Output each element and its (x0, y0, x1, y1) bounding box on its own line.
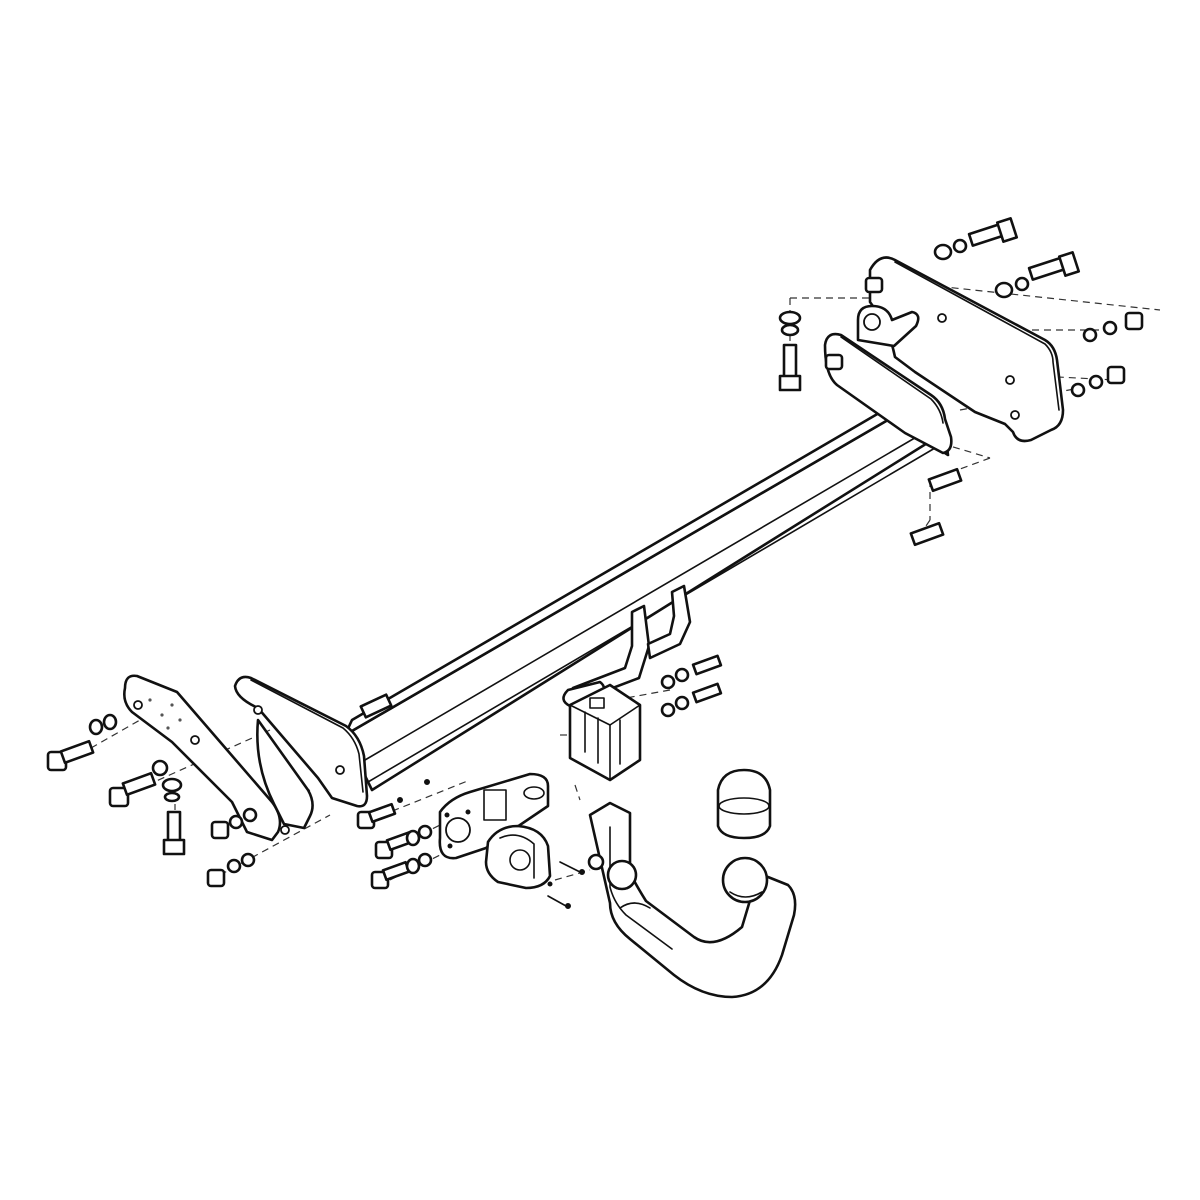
nuts-left-bottom (206, 807, 258, 888)
release-button (587, 853, 605, 871)
ball-cap (716, 768, 772, 840)
right-outer-bracket (868, 256, 1065, 443)
left-outer-bracket (123, 674, 290, 842)
washers-left-side (88, 713, 183, 803)
bolt-right-vertical (778, 310, 802, 392)
washers-center-plate (397, 779, 433, 875)
bolts-receiver (660, 654, 723, 718)
bolt-left-beam (359, 693, 393, 719)
right-inner-bracket (823, 304, 953, 455)
lock-knob (606, 859, 638, 891)
beam-hook-right (646, 584, 692, 660)
bolt-left-vertical (162, 810, 186, 856)
nut-right-lug (824, 276, 884, 371)
receiver-socket (568, 683, 642, 782)
tow-ball (721, 856, 769, 904)
socket-screws (547, 861, 585, 909)
bolts-center-plate (356, 802, 415, 890)
left-inner-bracket (233, 675, 369, 830)
crossbar-beam (343, 393, 950, 792)
washers-right-top (933, 238, 1030, 299)
electrical-socket-7-pin (484, 824, 552, 890)
nuts-right-side (1070, 311, 1144, 398)
bolts-right-lower (909, 467, 963, 547)
bolt-right-top-2 (1027, 251, 1081, 281)
tow-ball-neck (587, 801, 797, 999)
bolts-left-side (46, 739, 157, 808)
bolt-right-top-1 (967, 217, 1019, 247)
electrical-socket-plate (438, 772, 550, 860)
